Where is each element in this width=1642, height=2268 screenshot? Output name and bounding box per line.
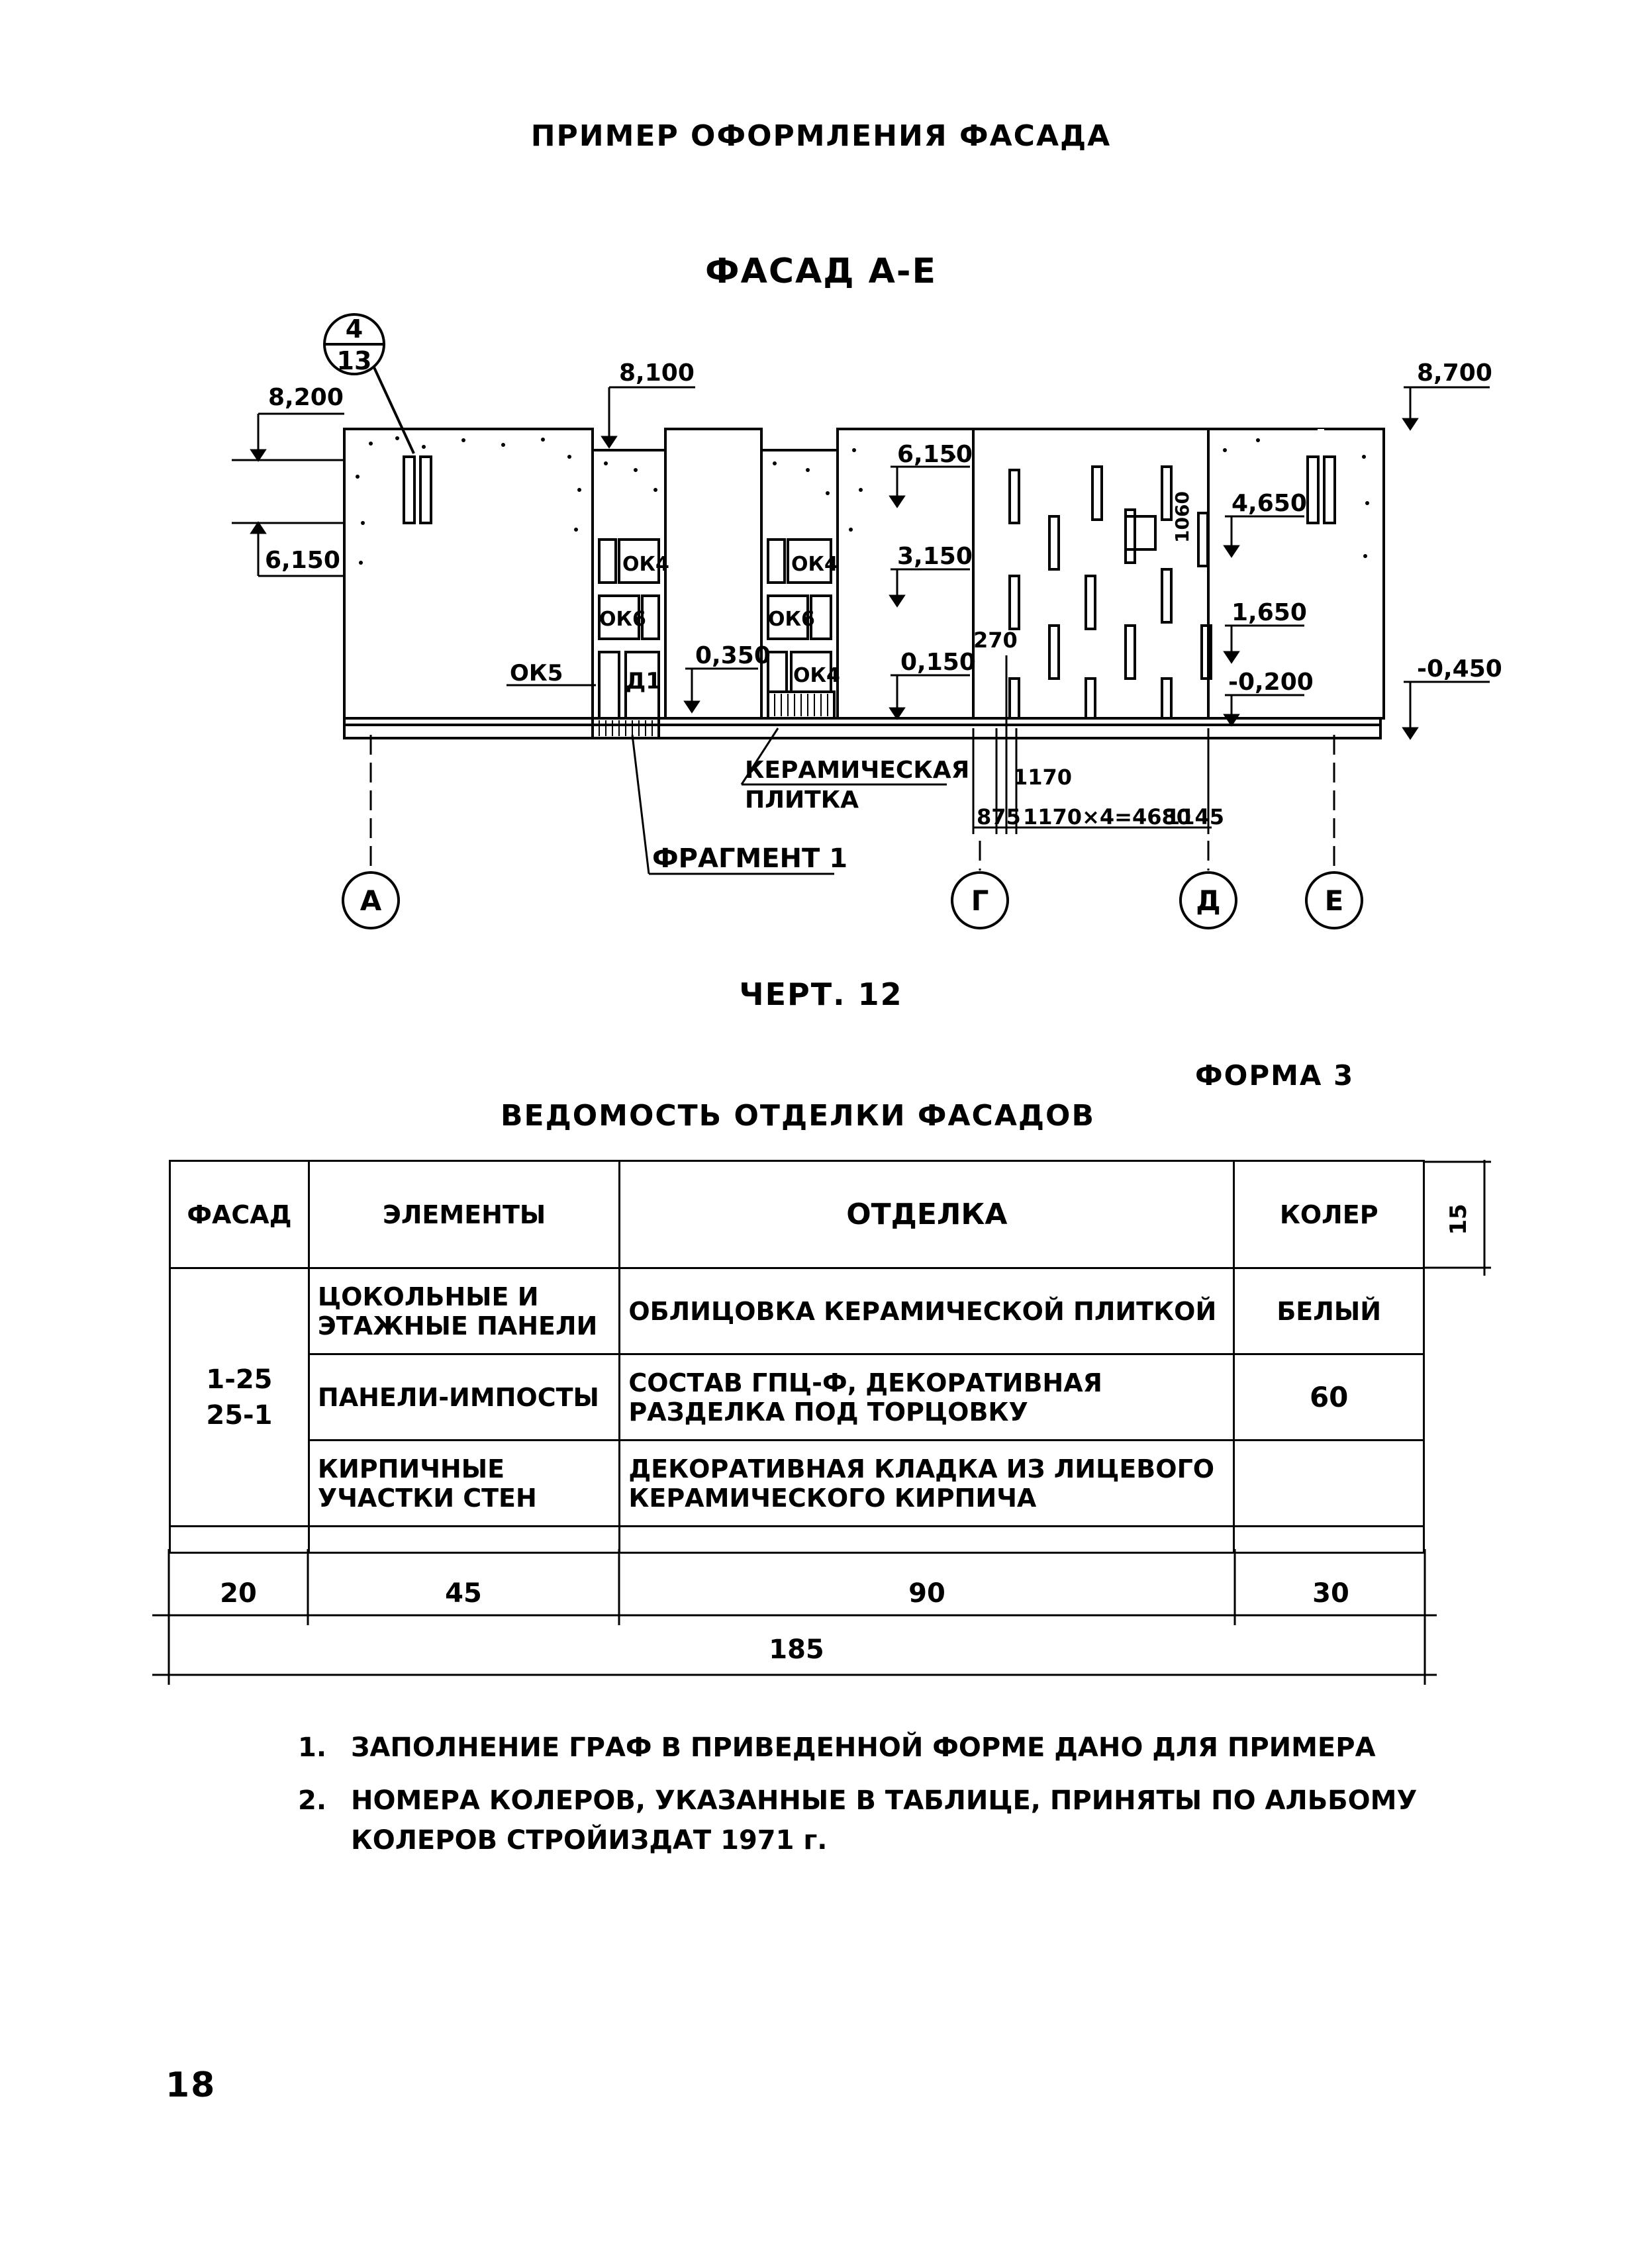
level-6150-mid: 6,150 xyxy=(897,441,973,468)
label-ok6-1: ОК6 xyxy=(599,608,646,631)
dim-4680: 1170×4=4680 xyxy=(1023,804,1191,829)
dim-1060: 1060 xyxy=(1171,491,1193,543)
tile-label-line1: КЕРАМИЧЕСКАЯ xyxy=(745,757,969,784)
color-cell: 60 xyxy=(1233,1353,1425,1441)
header-facade: ФАСАД xyxy=(169,1160,310,1269)
label-ok6-2: ОК6 xyxy=(768,608,815,631)
form-label: ФОРМА 3 xyxy=(1195,1059,1355,1092)
width-dims: 20 45 90 30 185 xyxy=(152,1549,1437,1685)
empty-cell xyxy=(618,1525,1235,1554)
width-total: 185 xyxy=(769,1634,824,1665)
drawing-caption: ЧЕРТ. 12 xyxy=(739,976,903,1012)
dim-875: 875 xyxy=(977,804,1021,829)
note-item: 1. ЗАПОЛНЕНИЕ ГРАФ В ПРИВЕДЕННОЙ ФОРМЕ Д… xyxy=(298,1728,1424,1768)
finish-cell: ДЕКОРАТИВНАЯ КЛАДКА ИЗ ЛИЦЕВОГО КЕРАМИЧЕ… xyxy=(618,1439,1235,1527)
note-number: 1. xyxy=(298,1732,327,1763)
pier-block xyxy=(664,428,763,720)
label-ok5: ОК5 xyxy=(510,660,563,686)
tile-label-line2: ПЛИТКА xyxy=(745,786,859,814)
label-ok4-2: ОК4 xyxy=(791,553,838,576)
page-number: 18 xyxy=(166,2065,217,2105)
note-text: НОМЕРА КОЛЕРОВ, УКАЗАННЫЕ В ТАБЛИЦЕ, ПРИ… xyxy=(351,1785,1418,1856)
empty-cell xyxy=(169,1525,310,1554)
label-ok4-1: ОК4 xyxy=(622,553,669,576)
color-cell xyxy=(1233,1439,1425,1527)
level-6150-left: 6,150 xyxy=(265,547,340,574)
element-cell: ПАНЕЛИ-ИМПОСТЫ xyxy=(307,1353,621,1441)
header-finish: ОТДЕЛКА xyxy=(618,1160,1235,1269)
level-m0200: -0,200 xyxy=(1228,669,1314,696)
note-text: ЗАПОЛНЕНИЕ ГРАФ В ПРИВЕДЕННОЙ ФОРМЕ ДАНО… xyxy=(351,1732,1376,1763)
width-col-4: 30 xyxy=(1312,1578,1349,1609)
finish-cell: СОСТАВ ГПЦ-Ф, ДЕКОРАТИВНАЯ РАЗДЕЛКА ПОД … xyxy=(618,1353,1235,1441)
form-title: ВЕДОМОСТЬ ОТДЕЛКИ ФАСАДОВ xyxy=(500,1099,1095,1133)
empty-cell xyxy=(1233,1525,1425,1554)
note-item: 2. НОМЕРА КОЛЕРОВ, УКАЗАННЫЕ В ТАБЛИЦЕ, … xyxy=(298,1781,1424,1860)
callout-bottom: 13 xyxy=(337,346,372,375)
callout-top: 4 xyxy=(346,314,363,344)
label-d1: Д1 xyxy=(626,668,661,694)
facade-value-1: 1-25 xyxy=(206,1364,273,1395)
empty-cell xyxy=(307,1525,621,1554)
header-elements: ЭЛЕМЕНТЫ xyxy=(307,1160,621,1269)
level-3150: 3,150 xyxy=(897,543,973,570)
header-color: КОЛЕР xyxy=(1233,1160,1425,1269)
dim-1145: 1145 xyxy=(1165,804,1224,829)
level-8700: 8,700 xyxy=(1417,359,1492,387)
level-4650: 4,650 xyxy=(1232,490,1307,517)
page-title: ПРИМЕР ОФОРМЛЕНИЯ ФАСАДА xyxy=(530,119,1112,153)
axis-d: Д xyxy=(1196,884,1220,917)
right-block xyxy=(836,428,1385,720)
facade-cell: 1-25 25-1 xyxy=(169,1267,310,1527)
notes: 1. ЗАПОЛНЕНИЕ ГРАФ В ПРИВЕДЕННОЙ ФОРМЕ Д… xyxy=(298,1728,1424,1873)
finish-cell: ОБЛИЦОВКА КЕРАМИЧЕСКОЙ ПЛИТКОЙ xyxy=(618,1267,1235,1355)
axis-a: А xyxy=(360,884,382,917)
element-cell: ЦОКОЛЬНЫЕ И ЭТАЖНЫЕ ПАНЕЛИ xyxy=(307,1267,621,1355)
drawing-title: ФАСАД А-Е xyxy=(705,252,937,291)
level-8100: 8,100 xyxy=(619,359,695,387)
fragment-label: ФРАГМЕНТ 1 xyxy=(652,843,847,874)
width-col-3: 90 xyxy=(908,1578,945,1609)
dim-270: 270 xyxy=(973,628,1018,653)
facade-drawing: 4 13 8,200 6,150 8,100 8,700 6,150 3,150… xyxy=(232,313,1502,929)
level-8200: 8,200 xyxy=(268,384,344,411)
ground-strip xyxy=(343,717,1382,739)
width-col-1: 20 xyxy=(220,1578,257,1609)
axis-g: Г xyxy=(971,884,989,917)
facade-value-2: 25-1 xyxy=(206,1399,273,1431)
level-0150: 0,150 xyxy=(900,649,976,676)
color-cell: БЕЛЫЙ xyxy=(1233,1267,1425,1355)
level-1650: 1,650 xyxy=(1232,599,1307,626)
level-m0450: -0,450 xyxy=(1417,655,1502,683)
axis-e: Е xyxy=(1325,884,1344,917)
finishing-table: ФАСАД ЭЛЕМЕНТЫ ОТДЕЛКА КОЛЕР 1-25 25-1 Ц… xyxy=(169,1160,1425,1554)
element-cell: КИРПИЧНЫЕ УЧАСТКИ СТЕН xyxy=(307,1439,621,1527)
header-height-value: 15 xyxy=(1445,1204,1472,1235)
note-number: 2. xyxy=(298,1785,327,1816)
label-ok4-3: ОК4 xyxy=(793,664,840,687)
width-col-2: 45 xyxy=(445,1578,482,1609)
header-height-dim: 15 xyxy=(1425,1160,1491,1276)
level-0350: 0,350 xyxy=(695,642,771,669)
dim-1170: 1170 xyxy=(1013,765,1072,790)
